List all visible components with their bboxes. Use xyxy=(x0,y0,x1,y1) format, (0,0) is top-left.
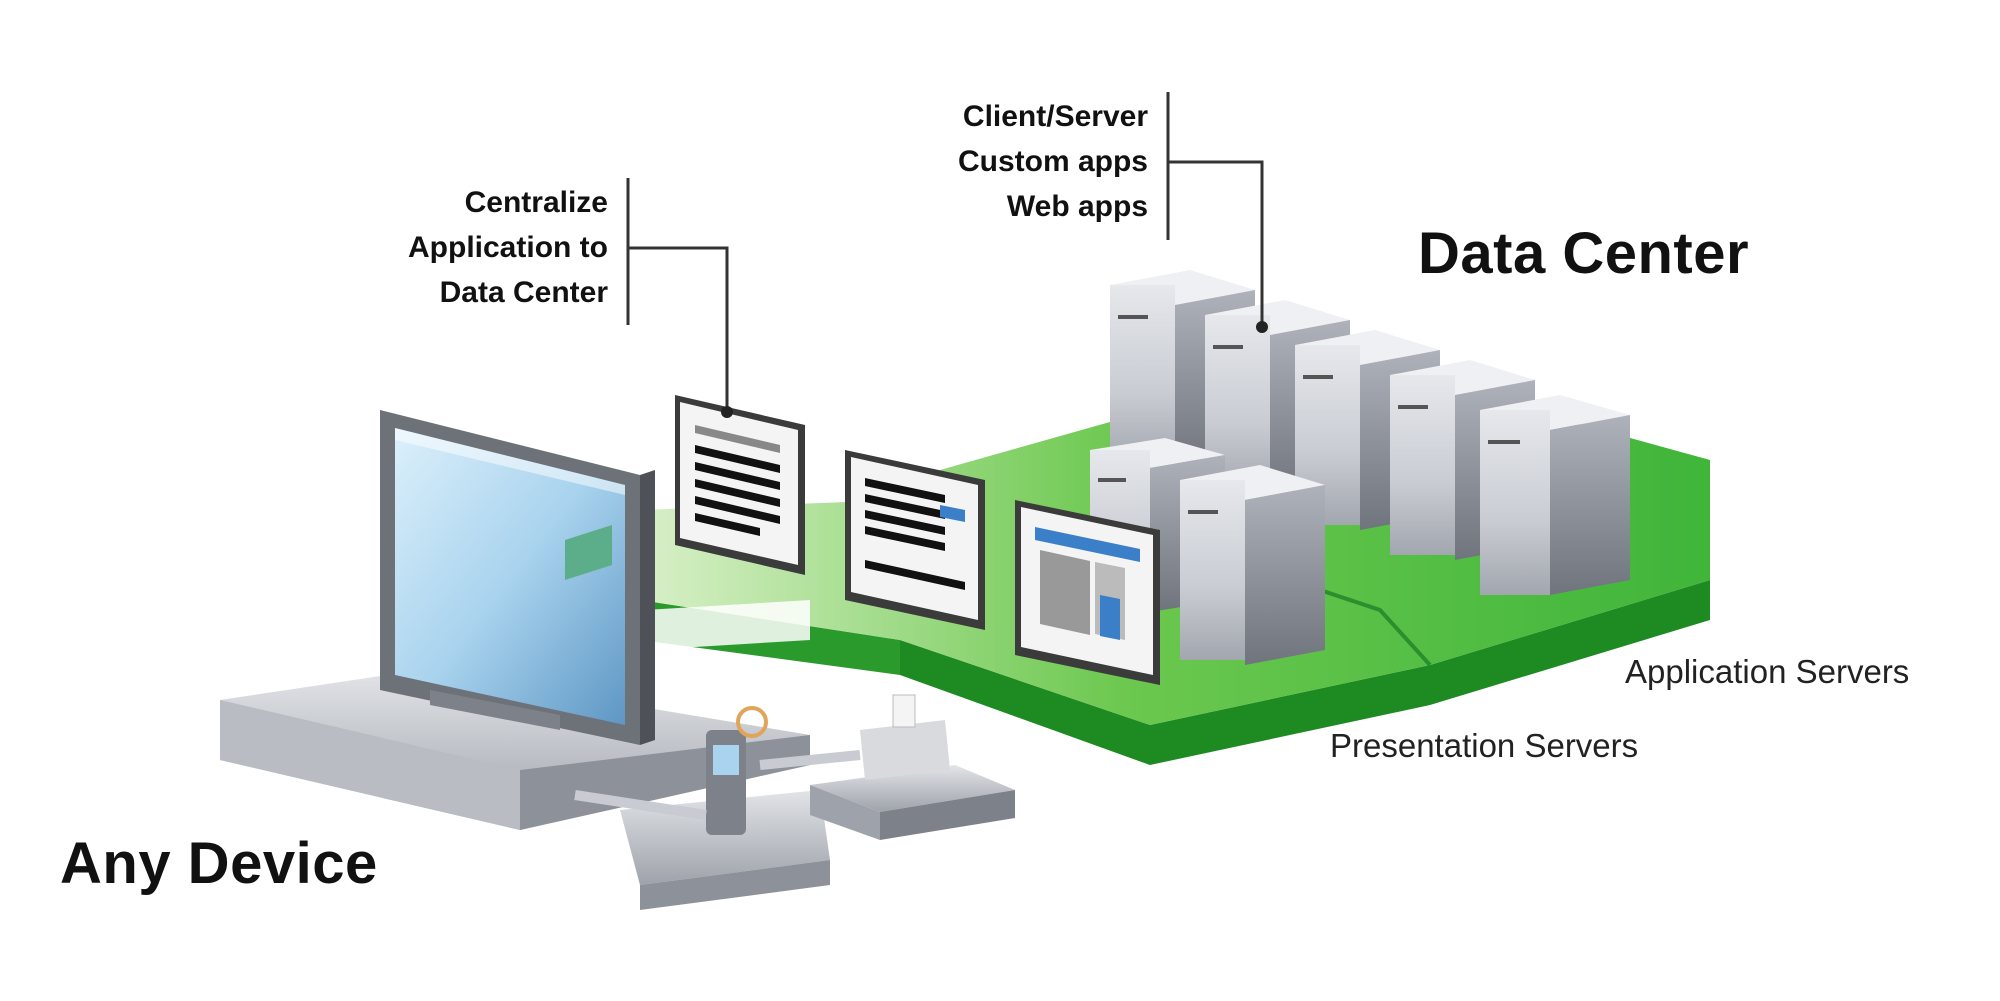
app-window-form xyxy=(845,450,985,630)
callout-centralize: Centralize Application to Data Center xyxy=(408,180,608,315)
presentation-servers xyxy=(1090,438,1325,665)
laptop-device xyxy=(220,410,810,830)
application-servers-label: Application Servers xyxy=(1625,653,1910,690)
callout-apps-connector xyxy=(1166,92,1268,333)
app-window-document xyxy=(675,395,805,575)
presentation-servers-label: Presentation Servers xyxy=(1330,727,1639,764)
app-window-web xyxy=(1015,500,1160,685)
server-unit xyxy=(1180,465,1325,665)
callout-apps-line: Client/Server xyxy=(962,100,1148,133)
callout-centralize-connector xyxy=(626,178,733,418)
data-center-title: Data Center xyxy=(1418,221,1750,286)
application-servers xyxy=(1110,270,1630,595)
callout-apps: Client/Server Custom apps Web apps xyxy=(958,94,1148,229)
printer-device xyxy=(759,694,1015,840)
callout-centralize-line: Application to xyxy=(408,231,608,264)
platform-edge xyxy=(650,580,1710,765)
mobile-phone xyxy=(574,706,830,910)
platform-channel xyxy=(645,600,810,650)
server-unit xyxy=(1480,395,1630,595)
callout-centralize-line: Data Center xyxy=(439,276,608,309)
any-device-title: Any Device xyxy=(60,831,378,896)
callout-apps-line: Custom apps xyxy=(957,145,1148,178)
callout-apps-line: Web apps xyxy=(1006,190,1148,223)
callout-centralize-line: Centralize xyxy=(464,186,608,219)
